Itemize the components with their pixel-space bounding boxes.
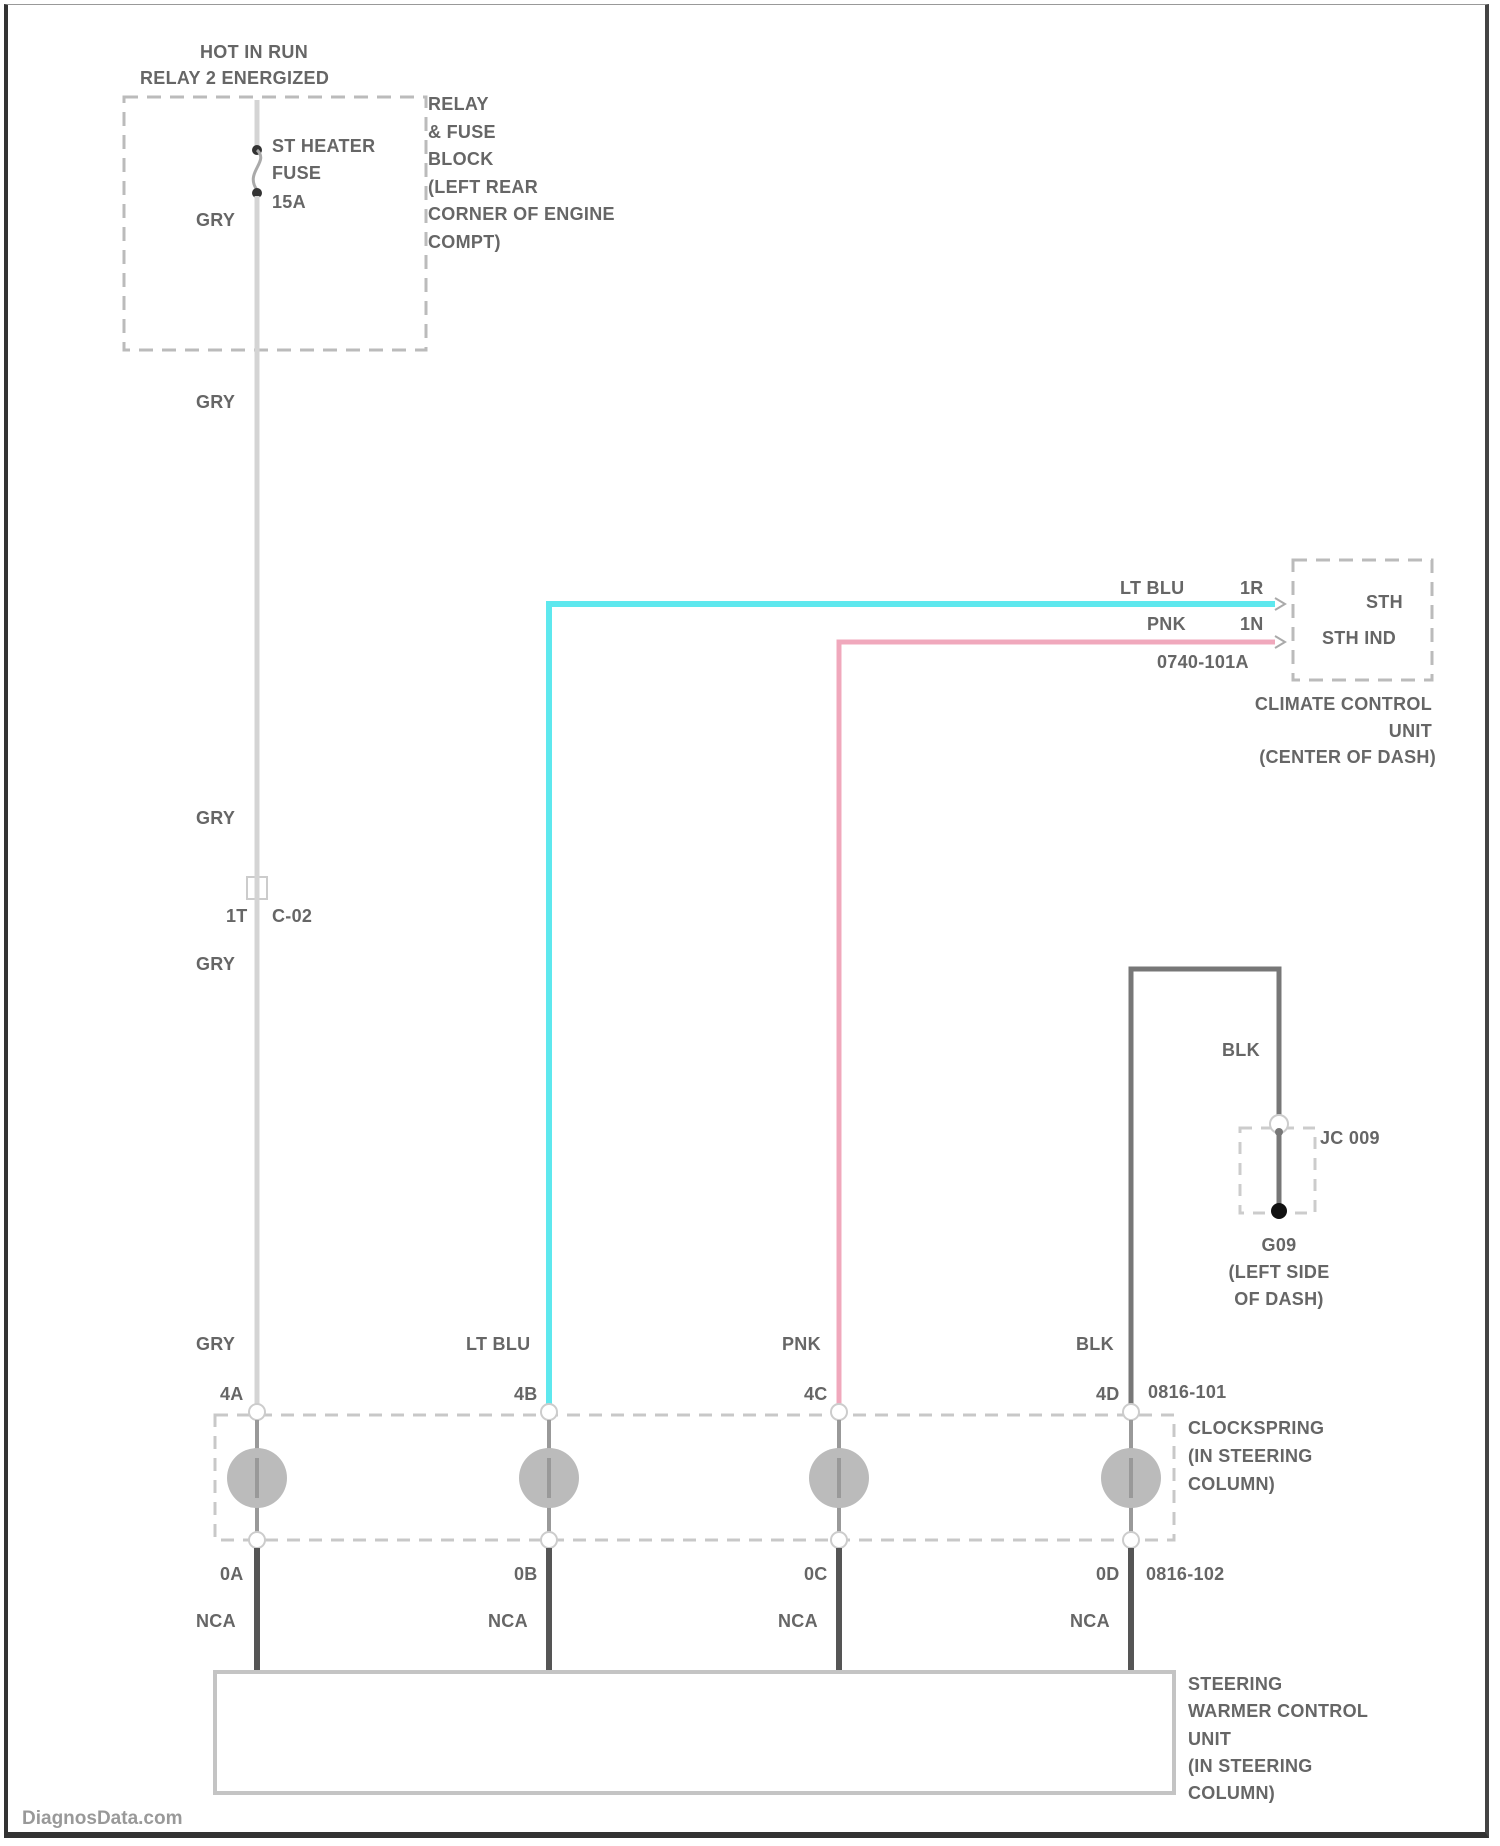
climate-control-unit: 1R 1N 0740-101A STH STH IND CLIMATE CONT…	[1157, 558, 1436, 767]
clockspring-coil-d	[1101, 1403, 1161, 1549]
wire-label-nca-b: NCA	[488, 1611, 528, 1631]
wire-label-gry-2: GRY	[196, 392, 235, 412]
power-source-line2: RELAY 2 ENERGIZED	[140, 68, 329, 88]
clockspring-coil-a	[227, 1403, 287, 1549]
ground-id: G09	[1262, 1235, 1297, 1255]
swcu-label-2: WARMER CONTROL	[1188, 1701, 1368, 1721]
swcu-label-5: COLUMN)	[1188, 1783, 1275, 1803]
ccu-sth: STH	[1366, 592, 1403, 612]
relay-block-loc-6: COMPT)	[428, 232, 501, 252]
relay-block-loc-4: (LEFT REAR	[428, 177, 538, 197]
fuse-label-2: FUSE	[272, 163, 321, 183]
swcu-label-4: (IN STEERING	[1188, 1756, 1313, 1776]
relay-block-loc-1: RELAY	[428, 94, 489, 114]
c02-id: C-02	[272, 906, 312, 926]
fuse-label-1: ST HEATER	[272, 136, 375, 156]
ground-loc-2: OF DASH)	[1234, 1289, 1323, 1309]
clockspring-label-2: (IN STEERING	[1188, 1446, 1313, 1466]
pin-4b: 4B	[514, 1384, 538, 1404]
diagram-frame	[4, 4, 1489, 1838]
watermark: DiagnosData.com	[22, 1808, 183, 1829]
ccu-sth-ind: STH IND	[1322, 628, 1396, 648]
pin-0a: 0A	[220, 1564, 244, 1584]
clockspring-coil-b	[519, 1403, 579, 1549]
ccu-label-2: UNIT	[1389, 721, 1432, 741]
wire-label-nca-d: NCA	[1070, 1611, 1110, 1631]
wire-label-gry-1: GRY	[196, 210, 235, 230]
wire-label-blk-top: BLK	[1222, 1040, 1260, 1060]
swcu-label-1: STEERING	[1188, 1674, 1282, 1694]
pin-1r-icon	[1274, 597, 1287, 611]
nca-wires: 0A 0B 0C 0D 0816-102 NCA NCA NCA NCA	[196, 1548, 1224, 1672]
c02-pin: 1T	[226, 906, 248, 926]
clockspring-coil-c	[809, 1403, 869, 1549]
relay-fuse-block: HOT IN RUN RELAY 2 ENERGIZED ST HEATER F…	[122, 42, 615, 352]
pin-4c: 4C	[804, 1384, 828, 1404]
clockspring-bottom-connector: 0816-102	[1146, 1564, 1224, 1584]
ccu-label-1: CLIMATE CONTROL	[1255, 694, 1432, 714]
relay-block-loc-3: BLOCK	[428, 149, 494, 169]
wire-label-nca-c: NCA	[778, 1611, 818, 1631]
ground-g09: JC 009 G09 (LEFT SIDE OF DASH)	[1229, 1114, 1380, 1309]
clockspring: 4A 4B 4C 4D 0816-101 CLOCKSPRING (IN STE…	[213, 1382, 1324, 1549]
clockspring-label-1: CLOCKSPRING	[1188, 1418, 1324, 1438]
relay-block-loc-2: & FUSE	[428, 122, 496, 142]
ground-loc-1: (LEFT SIDE	[1229, 1262, 1330, 1282]
lt-blu-wire: LT BLU LT BLU	[466, 578, 1275, 1412]
wire-label-gry-4: GRY	[196, 954, 235, 974]
ccu-pin-1r: 1R	[1240, 578, 1264, 598]
ground-icon	[1271, 1203, 1287, 1219]
wire-label-ltblu-top: LT BLU	[1120, 578, 1184, 598]
blk-wire: BLK BLK	[1076, 966, 1282, 1412]
pin-0b: 0B	[514, 1564, 538, 1584]
fuse-terminal-bottom	[252, 188, 262, 198]
pin-0d: 0D	[1096, 1564, 1120, 1584]
wire-label-pnk-top: PNK	[1147, 614, 1186, 634]
steering-warmer-control-unit: STEERING WARMER CONTROL UNIT (IN STEERIN…	[213, 1670, 1368, 1803]
clockspring-label-3: COLUMN)	[1188, 1474, 1275, 1494]
ccu-label-3: (CENTER OF DASH)	[1259, 747, 1436, 767]
pin-0c: 0C	[804, 1564, 828, 1584]
pnk-wire: PNK PNK	[782, 614, 1275, 1412]
wire-label-gry-3: GRY	[196, 808, 235, 828]
swcu-label-3: UNIT	[1188, 1729, 1231, 1749]
relay-block-loc-5: CORNER OF ENGINE	[428, 204, 615, 224]
power-source-line1: HOT IN RUN	[200, 42, 308, 62]
ground-junction: JC 009	[1320, 1128, 1380, 1148]
clockspring-top-connector: 0816-101	[1148, 1382, 1226, 1402]
ccu-connector: 0740-101A	[1157, 652, 1249, 672]
pin-4d: 4D	[1096, 1384, 1120, 1404]
wire-label-blk-bottom: BLK	[1076, 1334, 1114, 1354]
fuse-icon	[251, 148, 263, 191]
gry-wire: GRY GRY GRY 1T C-02 GRY GRY	[196, 100, 312, 1412]
wire-label-ltblu-bottom: LT BLU	[466, 1334, 530, 1354]
wire-label-gry-5: GRY	[196, 1334, 235, 1354]
pin-1n-icon	[1274, 635, 1287, 649]
wire-label-nca-a: NCA	[196, 1611, 236, 1631]
pin-4a: 4A	[220, 1384, 244, 1404]
fuse-label-3: 15A	[272, 192, 306, 212]
ccu-pin-1n: 1N	[1240, 614, 1264, 634]
wire-label-pnk-bottom: PNK	[782, 1334, 821, 1354]
